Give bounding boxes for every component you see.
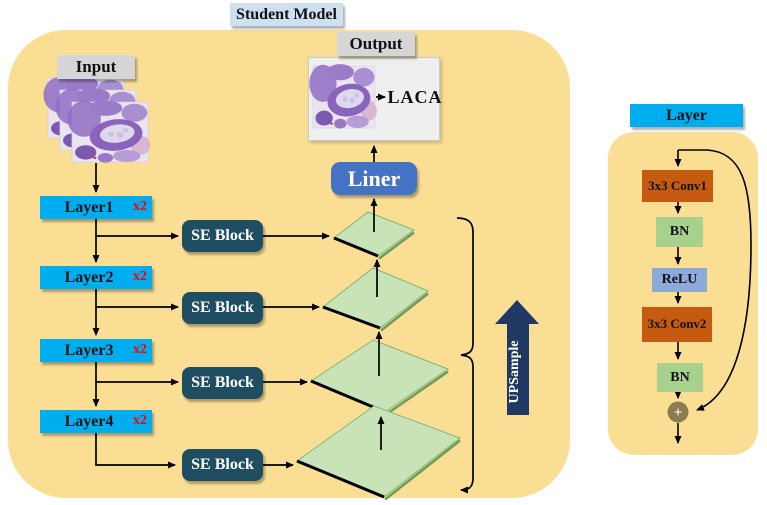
input-label: Input	[57, 55, 135, 79]
layer2-mult-badge: x2	[133, 269, 147, 284]
upsample-arrow: UPSample	[495, 300, 539, 415]
layer4-mult-badge: x2	[133, 413, 147, 428]
layer1-mult-badge: x2	[133, 199, 147, 214]
upsample-label: UPSample	[507, 341, 522, 404]
feature-map-4	[295, 405, 462, 501]
input-image-stack	[43, 75, 151, 163]
layer4-label: Layer4	[64, 412, 114, 430]
se-block-4: SE Block	[182, 449, 263, 481]
se-block-3: SE Block	[182, 367, 263, 399]
layer3-mult-badge: x2	[133, 342, 147, 357]
conv2-block: 3x3 Conv2	[642, 307, 712, 342]
feature-map-2	[321, 267, 429, 332]
layer2-label: Layer2	[64, 268, 114, 286]
flow-arrows	[92, 163, 330, 469]
feature-map-1	[333, 211, 416, 260]
upsample-chain-arrows	[370, 93, 386, 450]
add-node: +	[667, 401, 689, 423]
layer4-block: Layer4 x2	[40, 410, 152, 433]
student-model-title: Student Model	[230, 3, 343, 26]
layer-detail-title: Layer	[630, 104, 743, 127]
layer3-block: Layer3 x2	[40, 339, 152, 362]
skip-connection	[678, 149, 752, 411]
layer2-block: Layer2 x2	[40, 266, 152, 289]
output-image	[308, 63, 378, 129]
layer1-label: Layer1	[64, 198, 114, 216]
bn2-block: BN	[657, 363, 703, 392]
add-symbol: +	[674, 405, 683, 421]
relu-block: ReLU	[652, 268, 707, 292]
se-block-2: SE Block	[182, 292, 263, 324]
layer3-label: Layer3	[64, 341, 114, 359]
grouping-brace	[456, 217, 474, 494]
se-block-1: SE Block	[182, 220, 263, 252]
conv1-block: 3x3 Conv1	[642, 170, 713, 202]
bn1-block: BN	[656, 217, 703, 247]
residual-block-arrows	[674, 149, 752, 444]
output-label: Output	[337, 32, 415, 56]
liner-block: Liner	[331, 162, 417, 195]
layer1-block: Layer1 x2	[40, 196, 152, 219]
laca-annotation: LACA	[387, 86, 443, 107]
